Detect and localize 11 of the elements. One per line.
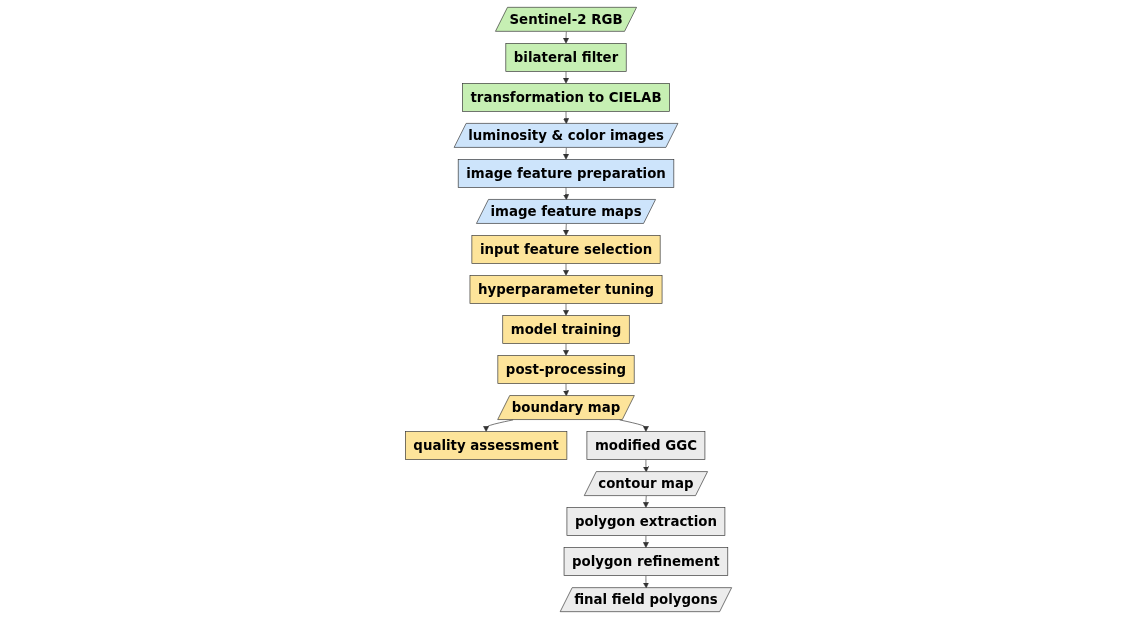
node-box: post-processing: [497, 355, 635, 384]
node-box: transformation to CIELAB: [462, 83, 670, 112]
node-box: polygon extraction: [566, 507, 726, 536]
node-box: modified GGC: [586, 431, 706, 460]
node-box: bilateral filter: [505, 43, 627, 72]
node-box: model training: [502, 315, 630, 344]
node-box: quality assessment: [405, 431, 568, 460]
node-box: hyperparameter tuning: [469, 275, 663, 304]
node-box: input feature selection: [471, 235, 661, 264]
node-box: polygon refinement: [563, 547, 729, 576]
node-box: image feature preparation: [457, 159, 675, 188]
